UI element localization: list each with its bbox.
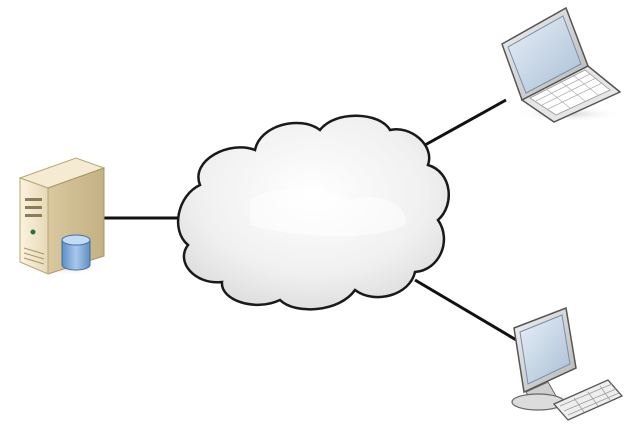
database-server-icon — [14, 158, 110, 276]
cloud-icon — [178, 116, 449, 310]
database-icon — [62, 235, 90, 270]
link-cloud-desktop — [415, 280, 518, 341]
desktop-computer-icon — [500, 308, 622, 420]
link-cloud-laptop — [425, 100, 506, 145]
laptop-icon — [502, 8, 620, 122]
keyboard-icon — [554, 380, 622, 420]
